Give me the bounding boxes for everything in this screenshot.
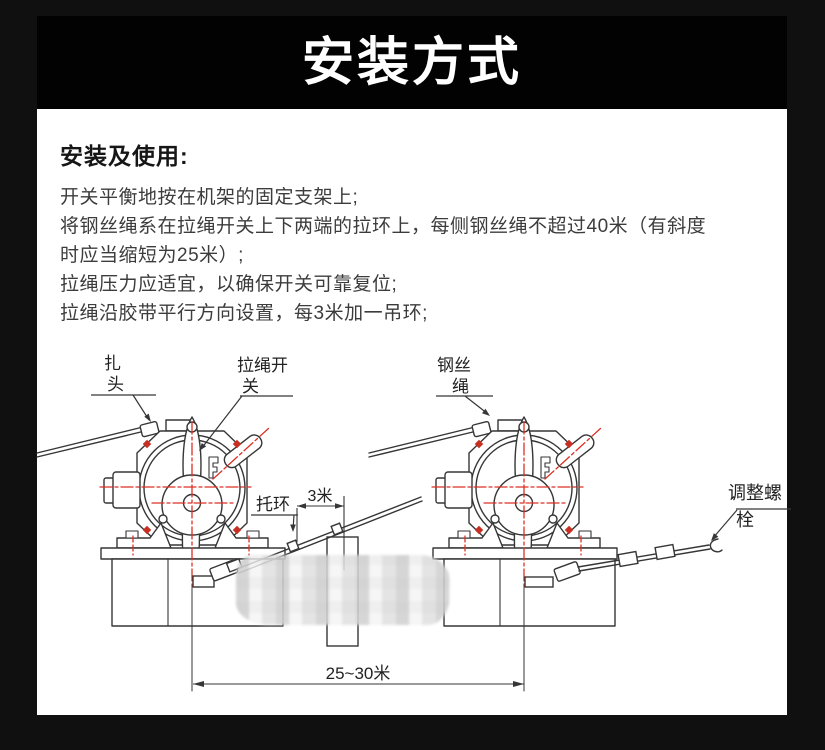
banner-title: 安装方式 <box>301 33 522 92</box>
instruction-line: 开关平衡地按在机架的固定支架上; <box>60 187 359 208</box>
instruction-line: 时应当缩短为25米）; <box>60 245 244 266</box>
censored-watermark <box>236 555 450 625</box>
instructions-heading: 安装及使用: <box>60 143 189 169</box>
installation-instructions: 安装及使用: 开关平衡地按在机架的固定支架上; 将钢丝绳系在拉绳开关上下两端的拉… <box>60 137 706 328</box>
section-banner: 安装方式 <box>37 16 787 109</box>
instruction-line: 拉绳沿胶带平行方向设置，每3米加一吊环; <box>60 303 428 324</box>
instruction-line: 拉绳压力应适宜，以确保开关可靠复位; <box>60 274 398 295</box>
instruction-line: 将钢丝绳系在拉绳开关上下两端的拉环上，每侧钢丝绳不超过40米（有斜度 <box>60 216 707 237</box>
